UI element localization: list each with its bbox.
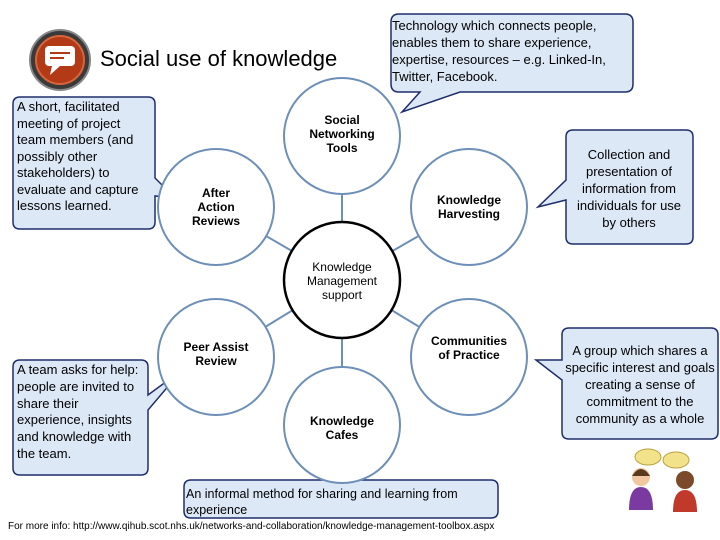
callout-cafes-text: An informal method for sharing and learn…	[186, 487, 458, 517]
callout-harvesting-shape	[535, 129, 694, 245]
callout-harvesting-text: Collection and presentation of informati…	[576, 147, 682, 230]
callout-cafes-shape	[183, 449, 499, 519]
callout-aar-text: A short, facilitated meeting of project …	[17, 99, 139, 213]
node-label-cafes: Knowledge Cafes	[309, 414, 374, 442]
node-label-harvesting: Knowledge Harvesting	[436, 193, 501, 221]
callout-peer-shape	[12, 359, 183, 476]
node-label-peer: Peer Assist Review	[183, 340, 249, 368]
node-label-cop: Communities of Practice	[430, 334, 507, 362]
footer-info-link[interactable]: For more info: http://www.qihub.scot.nhs…	[8, 521, 495, 532]
callout-social-shape	[390, 13, 634, 114]
callout-aar-shape	[12, 96, 178, 230]
hub-label: Knowledge Management support	[306, 260, 378, 302]
node-circle-cop	[410, 298, 528, 416]
node-circle-aar	[157, 148, 275, 266]
node-circle-social	[283, 77, 401, 195]
callout-cop-text: A group which shares a specific interest…	[565, 343, 715, 426]
node-circle-peer	[157, 298, 275, 416]
callout-cop-shape	[533, 327, 719, 440]
node-label-social: Social Networking Tools	[309, 113, 375, 155]
node-label-aar: After Action Reviews	[191, 186, 241, 228]
callout-peer-text: A team asks for help: people are invited…	[17, 362, 139, 461]
page-title: Social use of knowledge	[100, 46, 338, 71]
speech-bubble-logo-icon	[29, 29, 91, 91]
people-talking-icon	[629, 448, 697, 512]
node-circle-cafes	[283, 366, 401, 484]
node-circle-harvesting	[410, 148, 528, 266]
callout-social-text: Technology which connects people, enable…	[392, 18, 606, 84]
hub-circle	[282, 220, 402, 340]
